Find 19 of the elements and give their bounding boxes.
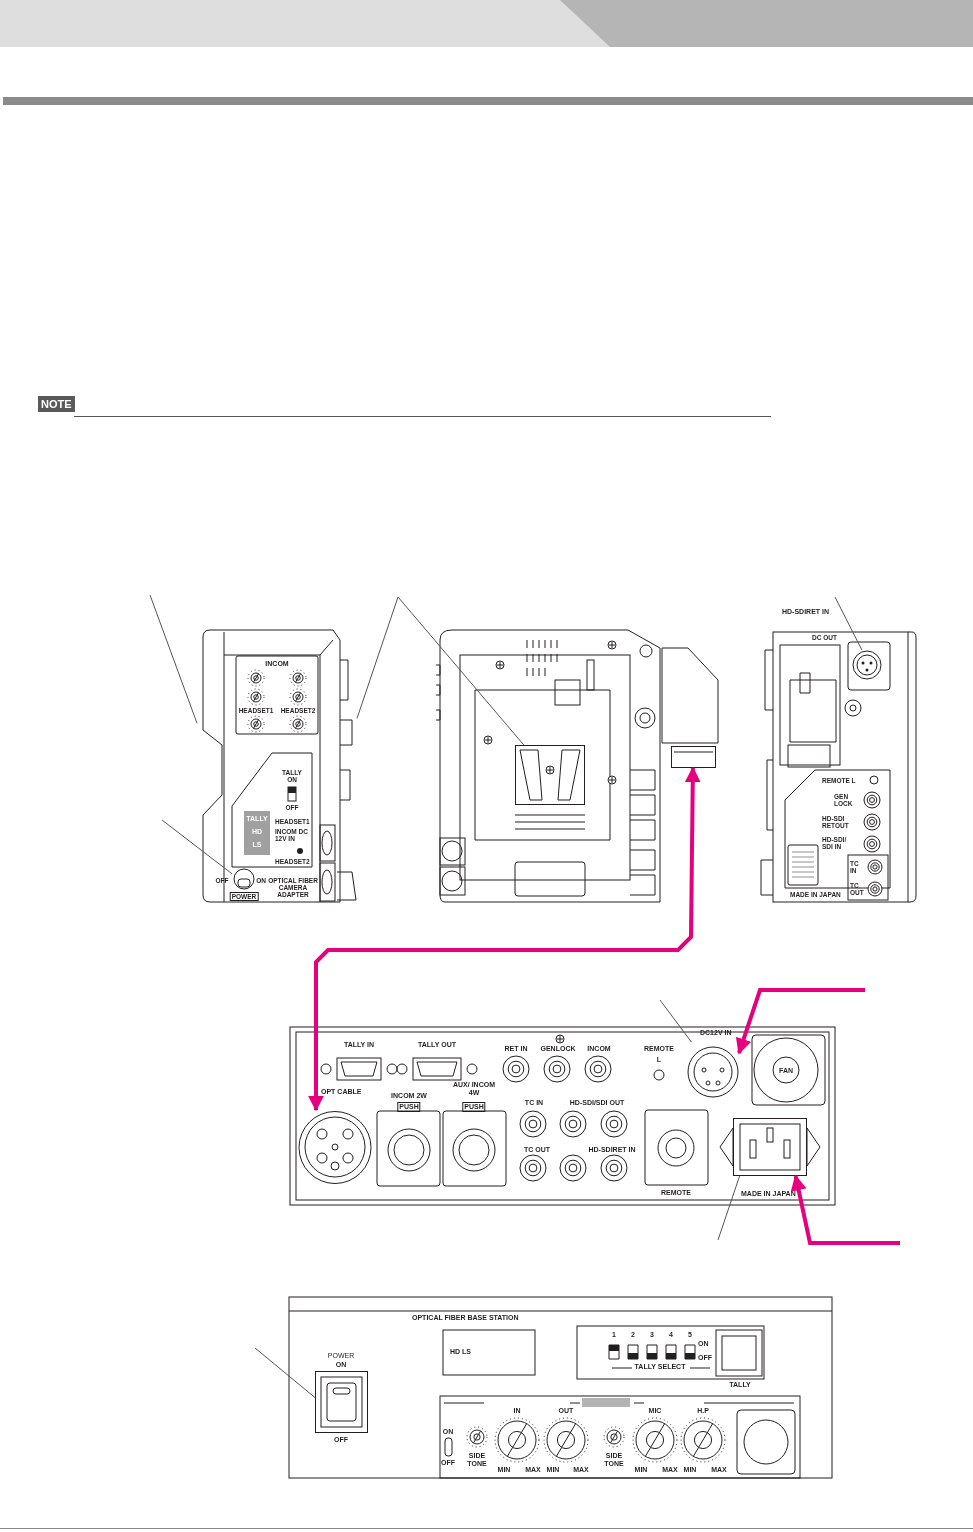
ac-inlet bbox=[733, 1118, 807, 1176]
fiber-connector bbox=[298, 1110, 372, 1185]
leader-line bbox=[254, 1347, 316, 1399]
xlr-connector bbox=[852, 650, 882, 680]
power-switch bbox=[232, 868, 256, 890]
note-badge: NOTE bbox=[38, 396, 75, 413]
cable-arrow bbox=[790, 1174, 900, 1245]
cable-arrow bbox=[308, 766, 701, 1112]
leader-line bbox=[149, 594, 198, 724]
cable-arrow bbox=[735, 988, 865, 1055]
leader-line bbox=[356, 596, 399, 719]
leader-line bbox=[397, 596, 525, 746]
leader-line bbox=[161, 819, 233, 875]
battery-mount-plate bbox=[515, 745, 585, 805]
fiber-connector bbox=[671, 746, 716, 768]
power-switch bbox=[315, 1371, 368, 1433]
leader-line bbox=[659, 999, 692, 1043]
leader-line bbox=[717, 1175, 741, 1241]
leader-line bbox=[834, 596, 863, 651]
